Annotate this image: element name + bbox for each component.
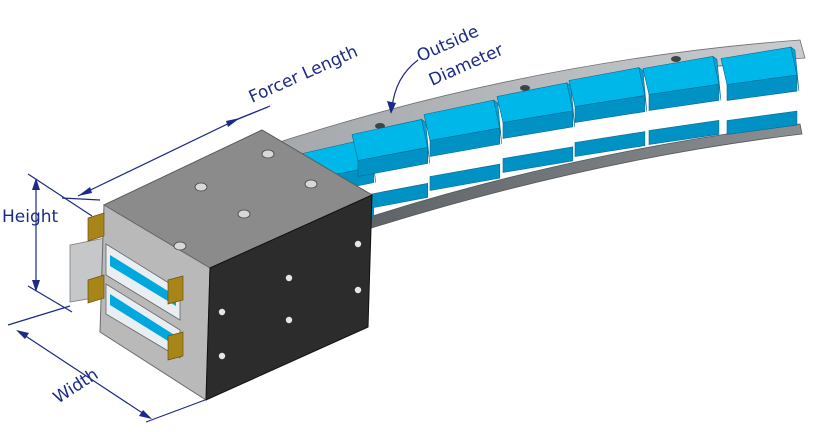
forcer-top-hole: [173, 241, 187, 251]
magnet-front: [726, 74, 798, 101]
lower-magnet: [429, 163, 501, 191]
dimension-height: [27, 173, 93, 313]
forcer-block: [69, 129, 374, 401]
magnet-front: [574, 95, 646, 123]
coil-end: [167, 331, 184, 361]
magnet-side: [790, 46, 800, 92]
label-height: Height: [2, 207, 59, 227]
magnet-side: [493, 99, 503, 145]
label-width: Width: [50, 365, 102, 409]
lower-magnet: [726, 110, 798, 135]
forcer-front-hole: [354, 240, 362, 248]
forcer-front-hole: [285, 316, 293, 324]
magnet-side: [566, 82, 576, 127]
lower-magnet: [574, 131, 646, 157]
forcer-front-hole: [218, 308, 226, 316]
coil-magnet-upper: [110, 255, 176, 306]
coil-magnet-lower: [110, 294, 176, 346]
lower-magnet: [648, 119, 720, 145]
forcer-front-hole: [354, 286, 362, 294]
track-hole: [520, 85, 530, 91]
forcer-top-hole: [304, 179, 318, 189]
magnet-front: [648, 83, 720, 111]
track-hole: [375, 123, 385, 129]
dimension-outside-diameter: [387, 59, 419, 114]
dimension-width: [7, 305, 206, 423]
magnet-front: [429, 127, 501, 157]
magnet-front: [357, 147, 428, 177]
forcer-top-hole: [261, 149, 275, 159]
lower-magnet: [502, 146, 574, 173]
forcer-top-hole: [237, 209, 251, 219]
forcer-front-hole: [285, 274, 293, 282]
coil-end: [87, 274, 105, 304]
magnet-side: [421, 118, 430, 164]
magnet-side: [638, 66, 648, 112]
coil-end: [167, 275, 184, 305]
upper-magnet-row: [297, 46, 800, 197]
dimension-forcer-length: [61, 105, 271, 201]
coil-end: [87, 212, 105, 242]
forcer-top-hole: [194, 182, 208, 192]
track-lower-plate: [359, 123, 803, 231]
track-hole: [671, 56, 681, 62]
magnet-front: [502, 110, 574, 139]
forcer-front-face: [205, 194, 373, 401]
label-forcer-length: Forcer Length: [246, 42, 361, 108]
forcer-front-hole: [218, 352, 226, 360]
magnet-side: [712, 55, 722, 101]
